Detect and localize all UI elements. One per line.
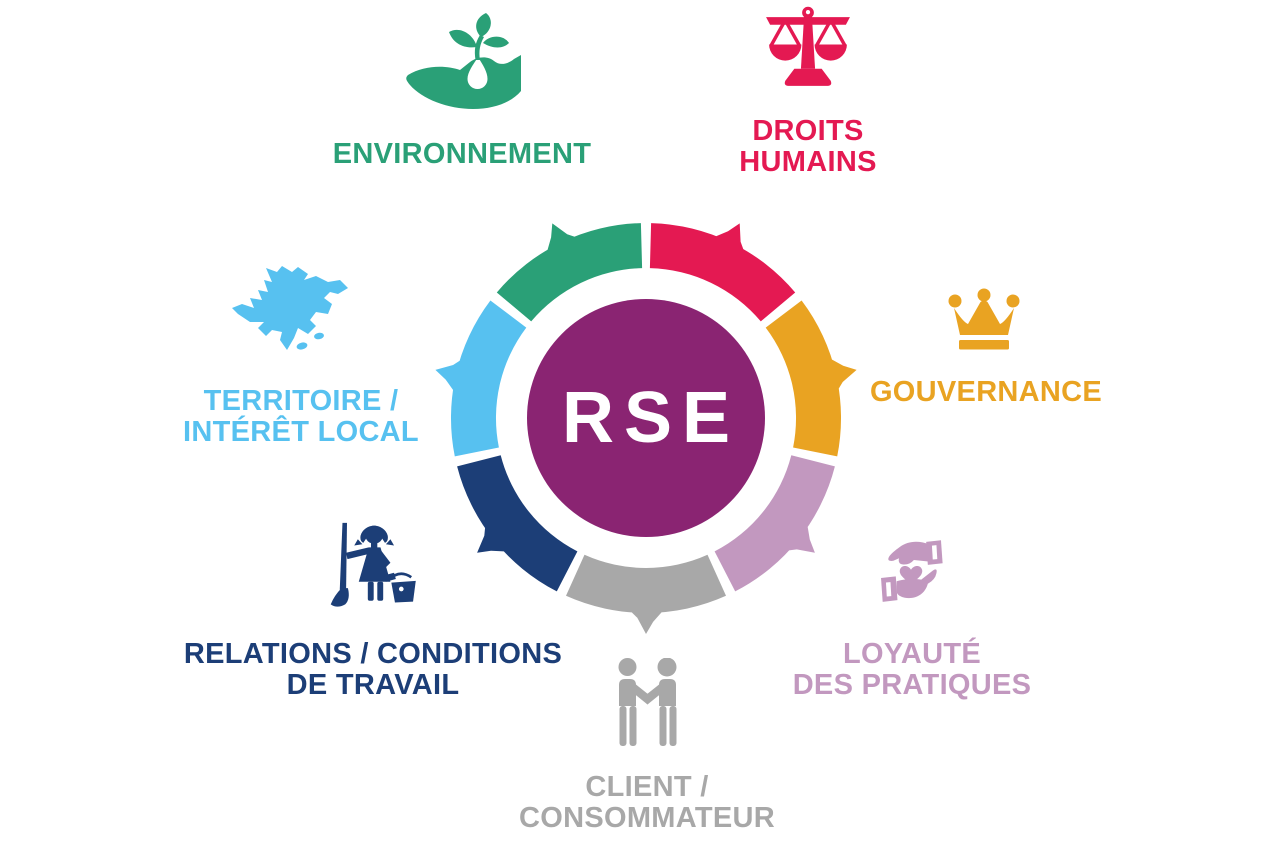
crown-icon bbox=[945, 288, 1023, 352]
cleaning-person-icon bbox=[328, 516, 423, 614]
ring-segment-gouvernance bbox=[765, 300, 857, 457]
sector-label-relations-conditions-de-travail: RELATIONS / CONDITIONS DE TRAVAIL bbox=[183, 638, 563, 701]
rse-center-label: RSE bbox=[561, 378, 741, 458]
sector-label-environnement: ENVIRONNEMENT bbox=[332, 138, 592, 170]
ring-segment-client-consommateur bbox=[566, 554, 726, 634]
sector-label-client-consommateur: CLIENT / CONSOMMATEUR bbox=[519, 771, 775, 834]
ring-segment-relations-conditions-de-travail bbox=[457, 455, 578, 592]
region-map-icon bbox=[230, 262, 355, 360]
ring-segment-loyaute-des-pratiques bbox=[714, 455, 835, 592]
hand-plant-icon bbox=[400, 12, 522, 114]
handshake-icon bbox=[610, 658, 685, 747]
ring-segment-droits-humains bbox=[649, 223, 796, 322]
sector-label-territoire-interet-local: TERRITOIRE / INTÉRÊT LOCAL bbox=[183, 385, 419, 448]
sector-label-loyaute-des-pratiques: LOYAUTÉ DES PRATIQUES bbox=[792, 638, 1032, 701]
sector-label-gouvernance: GOUVERNANCE bbox=[869, 376, 1103, 408]
hands-heart-icon bbox=[872, 534, 950, 613]
rse-center-circle: RSE bbox=[527, 299, 765, 537]
scales-of-justice-icon bbox=[761, 6, 855, 90]
sector-label-droits-humains: DROITS HUMAINS bbox=[739, 115, 877, 178]
ring-segment-territoire-interet-local bbox=[435, 300, 527, 457]
ring-segment-environnement bbox=[496, 223, 643, 322]
